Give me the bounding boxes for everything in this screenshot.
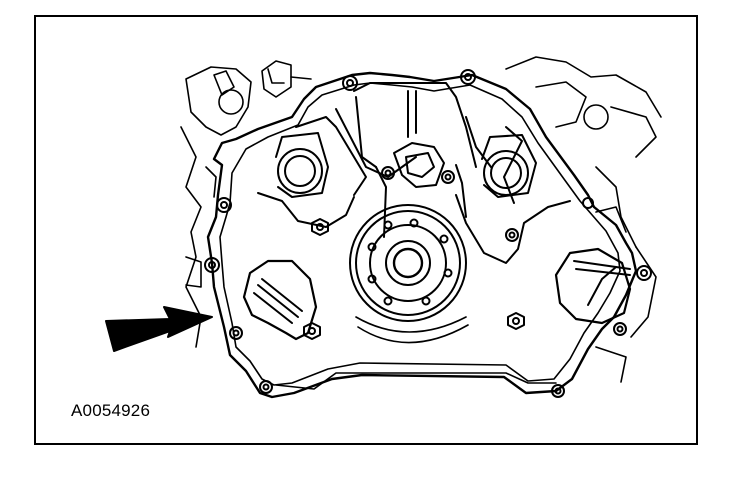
- plate-right-channel: [455, 194, 571, 264]
- figure-frame: A0054926: [34, 15, 698, 445]
- upper-bridge: [295, 82, 523, 238]
- cover-plate-outline: [206, 71, 638, 399]
- hex-bolts: [303, 218, 525, 340]
- crankshaft-flange: [349, 204, 469, 344]
- engine-block-left-detail: [180, 60, 312, 348]
- plate-lower-rail: [275, 372, 557, 390]
- engine-rear-plate-illustration: [105, 56, 662, 399]
- arrow-right-icon: [105, 306, 213, 352]
- plate-left-channel: [257, 192, 355, 228]
- cam-bore-right: [481, 134, 537, 198]
- cover-plate-inner-edge: [219, 82, 621, 386]
- engine-block-right-detail: [505, 56, 662, 383]
- figure-id-label: A0054926: [71, 401, 151, 420]
- cam-bore-left: [275, 132, 329, 198]
- bolt-holes: [204, 69, 652, 398]
- right-gallery-opening: [554, 247, 632, 325]
- left-gallery-opening: [242, 259, 318, 341]
